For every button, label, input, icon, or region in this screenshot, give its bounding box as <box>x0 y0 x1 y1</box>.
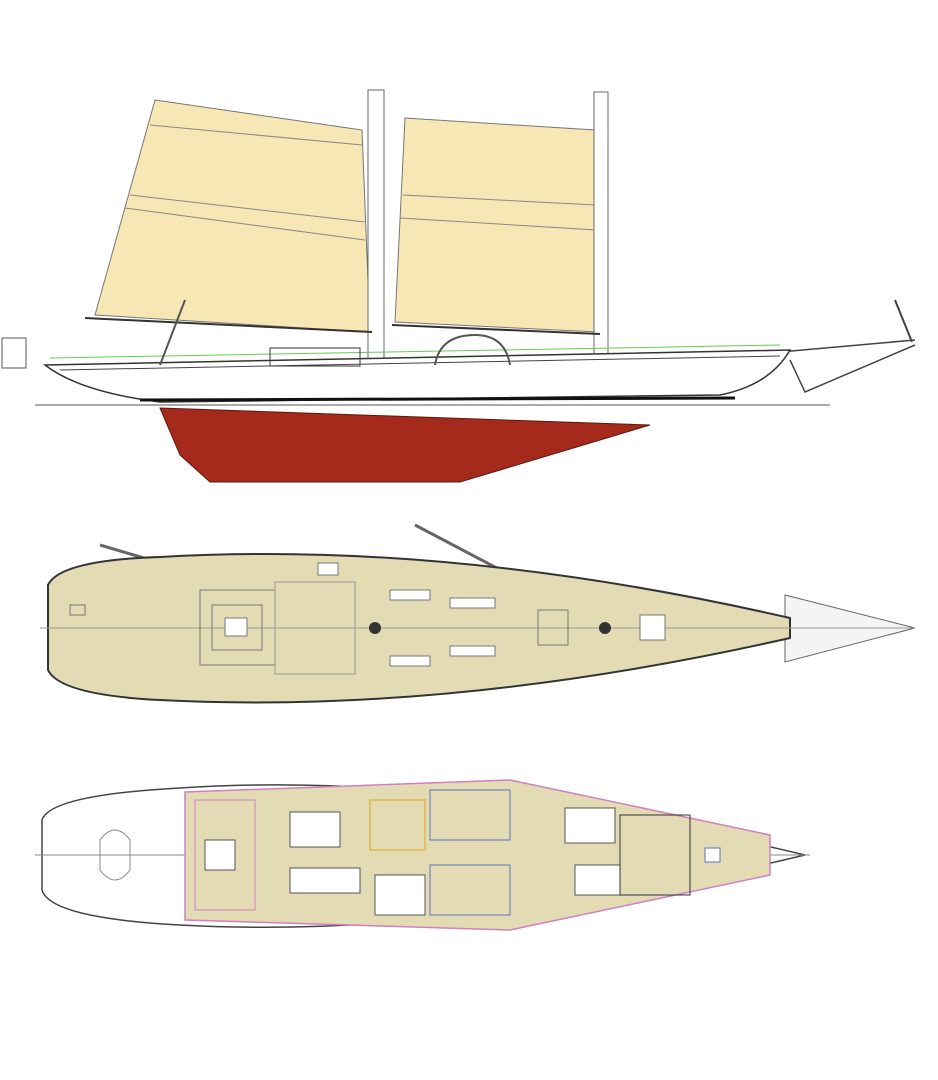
interior-plan <box>35 779 810 931</box>
keel <box>159 407 651 483</box>
main-sail <box>394 117 599 333</box>
main-mast <box>593 91 609 371</box>
bowsprit <box>779 339 916 393</box>
fore-sail <box>94 99 371 333</box>
boot-stripe <box>139 396 736 402</box>
deck-plan <box>40 523 916 704</box>
hull-topsides <box>42 349 792 403</box>
fore-mast <box>367 89 385 373</box>
sail-plan <box>1 89 916 483</box>
interior-accommodation <box>184 779 771 931</box>
